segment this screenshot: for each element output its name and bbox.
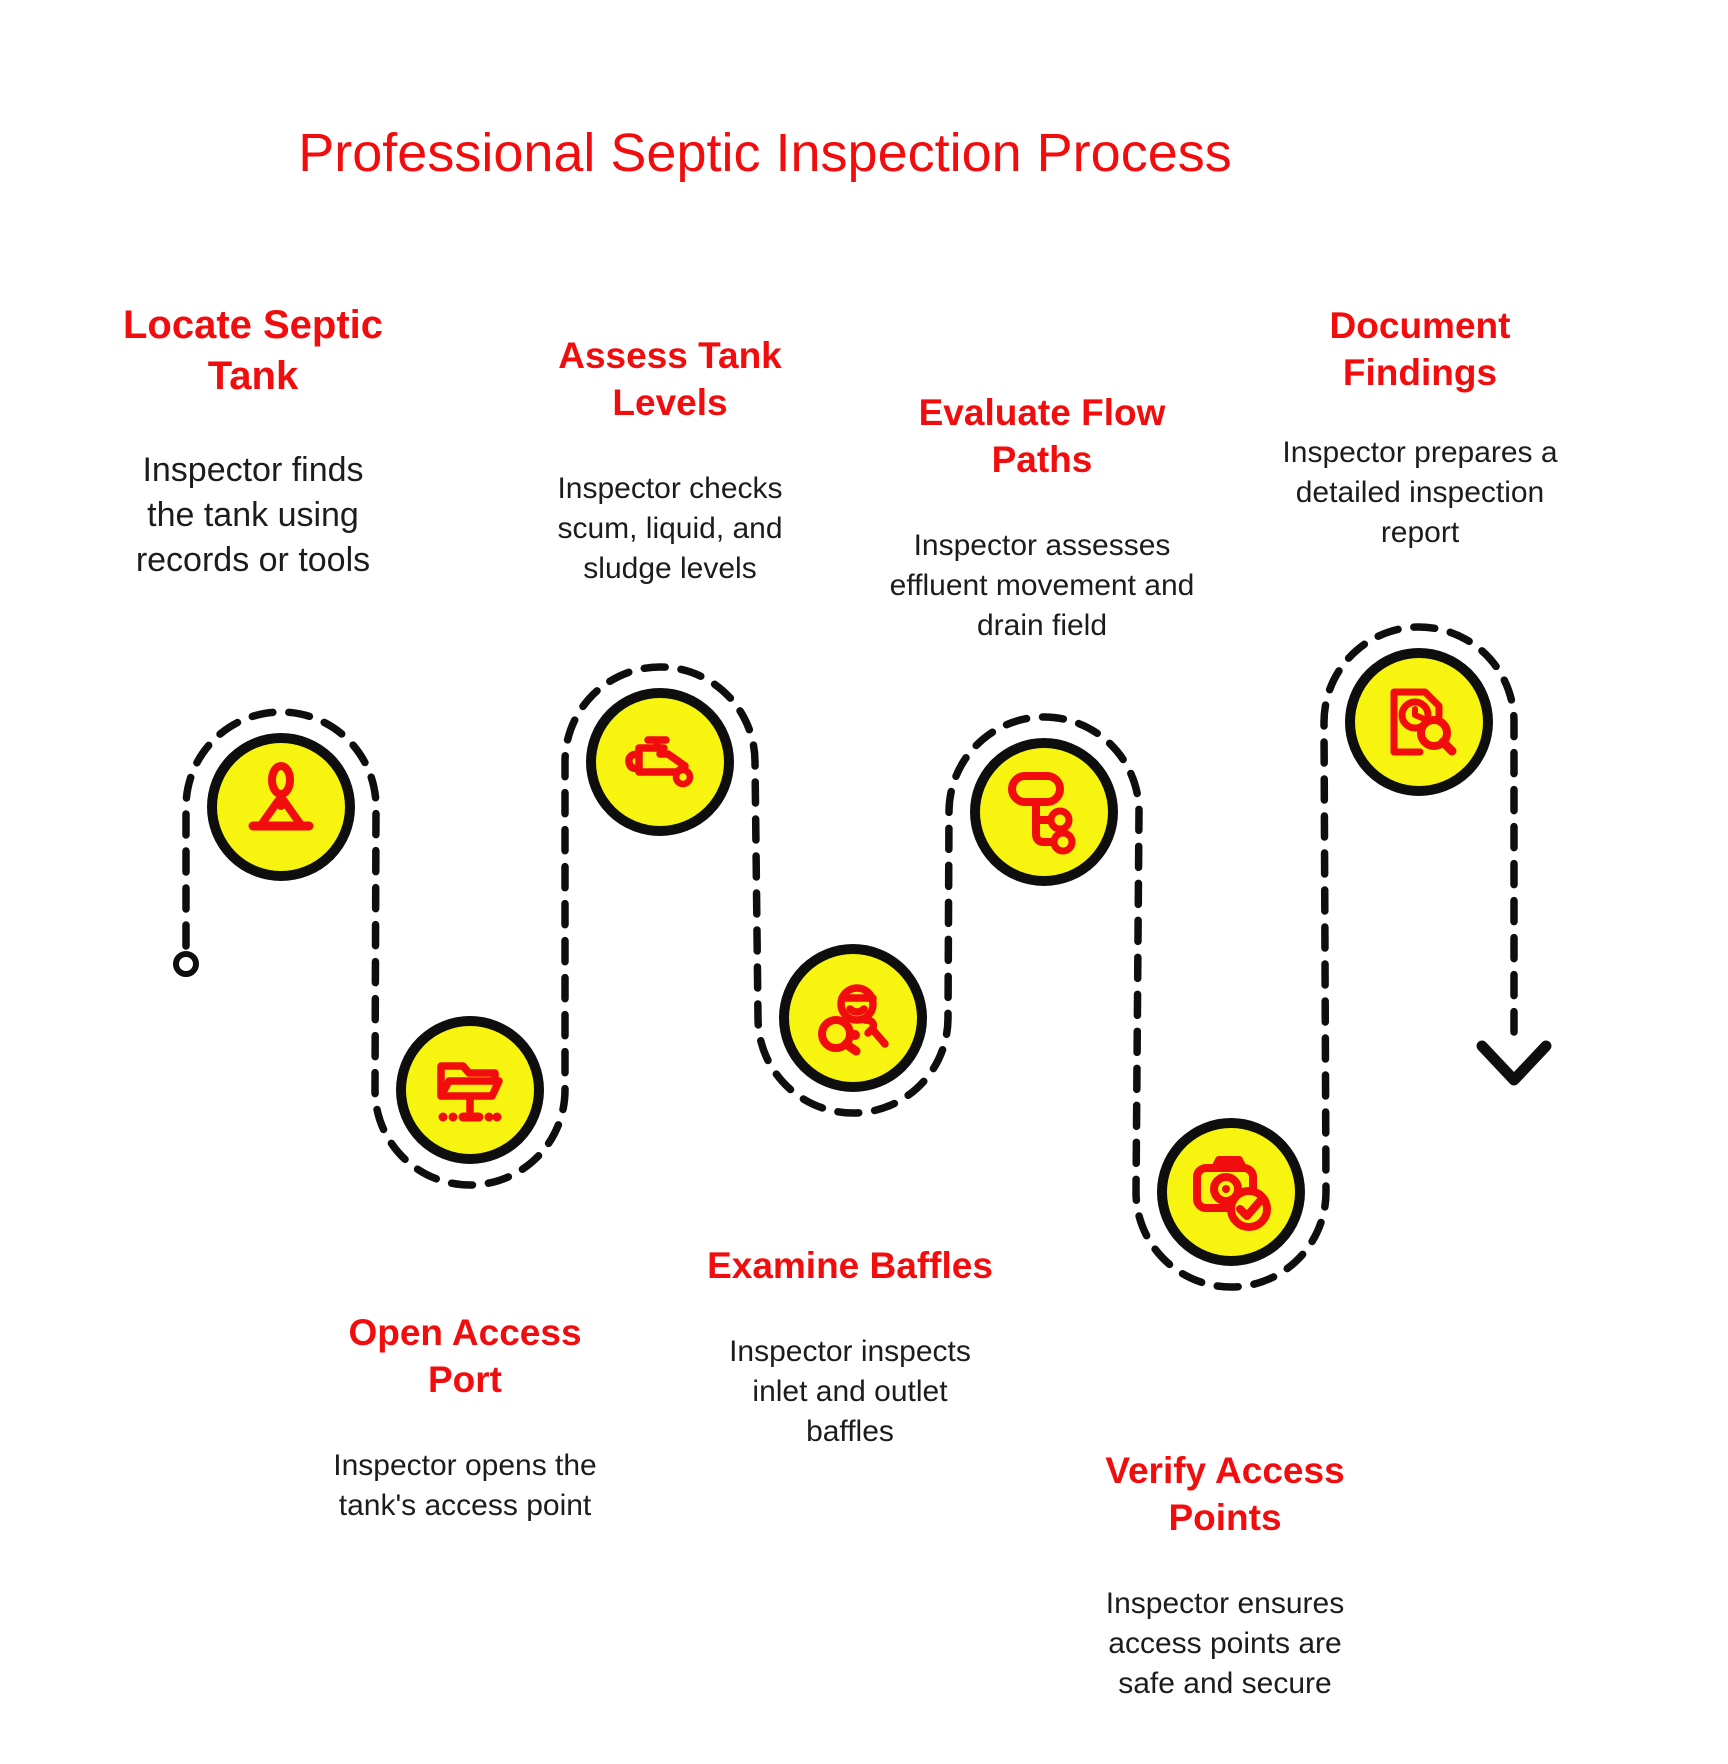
step-description: Inspector prepares a detailed inspection… — [1282, 435, 1558, 549]
step-node-circle — [396, 1016, 544, 1164]
camera-check-icon — [1193, 1156, 1271, 1231]
step-node-locate-septic-tank — [207, 733, 355, 881]
step-node-circle — [970, 738, 1118, 886]
step-text-document-findings: Document Findings Inspector prepares a d… — [1255, 303, 1585, 553]
step-text-open-access-port: Open Access Port Inspector opens the tan… — [300, 1310, 630, 1526]
step-title: Open Access Port — [348, 1312, 582, 1400]
step-text-examine-baffles: Examine Baffles Inspector inspects inlet… — [680, 1243, 1020, 1452]
step-title: Locate Septic Tank — [122, 303, 384, 398]
inspector-magnifier-icon — [818, 984, 889, 1056]
step-node-circle — [1157, 1118, 1305, 1266]
path-start-dot — [173, 951, 199, 977]
metal-detector-icon — [248, 762, 314, 831]
path-end-arrow-icon — [1476, 1040, 1552, 1086]
step-text-assess-tank-levels: Assess Tank Levels Inspector checks scum… — [505, 333, 835, 589]
step-description: Inspector checks scum, liquid, and sludg… — [557, 471, 783, 585]
step-node-evaluate-flow-paths — [970, 738, 1118, 886]
step-node-open-access-port — [396, 1016, 544, 1164]
step-title: Verify Access Points — [1105, 1450, 1345, 1538]
step-node-document-findings — [1345, 648, 1493, 796]
step-node-verify-access-points — [1157, 1118, 1305, 1266]
step-title: Document Findings — [1329, 305, 1511, 393]
step-text-locate-septic-tank: Locate Septic Tank Inspector finds the t… — [93, 300, 413, 583]
step-node-assess-tank-levels — [586, 688, 734, 836]
step-node-circle — [586, 688, 734, 836]
step-description: Inspector opens the tank's access point — [333, 1448, 597, 1522]
document-search-icon — [1390, 688, 1457, 756]
step-description: Inspector finds the tank using records o… — [135, 450, 371, 580]
step-title: Evaluate Flow Paths — [918, 392, 1166, 480]
step-text-evaluate-flow-paths: Evaluate Flow Paths Inspector assesses e… — [862, 390, 1222, 646]
step-description: Inspector assesses effluent movement and… — [889, 528, 1195, 642]
step-description: Inspector inspects inlet and outlet baff… — [729, 1334, 971, 1448]
flowchart-icon — [1008, 772, 1076, 855]
process-path — [182, 623, 1518, 1291]
step-title: Examine Baffles — [707, 1245, 993, 1286]
page-title: Professional Septic Inspection Process — [298, 123, 1232, 183]
oil-can-icon — [625, 736, 694, 788]
step-node-examine-baffles — [779, 944, 927, 1092]
step-text-verify-access-points: Verify Access Points Inspector ensures a… — [1055, 1448, 1395, 1704]
step-node-circle — [1345, 648, 1493, 796]
step-description: Inspector ensures access points are safe… — [1105, 1586, 1345, 1700]
network-folder-icon — [437, 1062, 503, 1122]
step-title: Assess Tank Levels — [558, 335, 782, 423]
